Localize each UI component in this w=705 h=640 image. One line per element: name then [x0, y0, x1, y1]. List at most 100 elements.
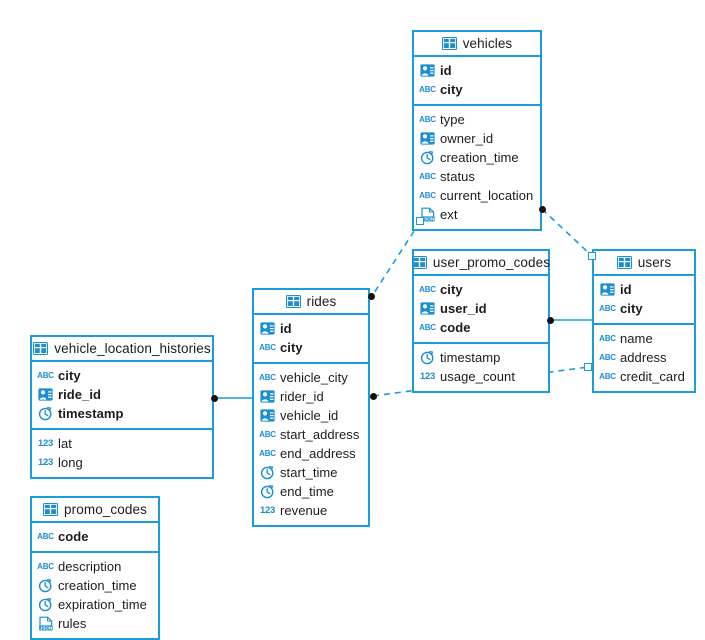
- abc-string-icon: ABC: [419, 114, 436, 124]
- entity-name: rides: [306, 294, 337, 309]
- field-row[interactable]: JSON ext: [414, 205, 540, 224]
- id-card-icon: [38, 387, 53, 402]
- field-label: timestamp: [440, 350, 501, 365]
- svg-text:JSON: JSON: [421, 217, 434, 222]
- entity-name: vehicle_location_histories: [54, 341, 211, 356]
- entity-title[interactable]: vehicle_location_histories: [32, 337, 212, 362]
- abc-string-icon: ABC: [599, 303, 616, 313]
- field-label: city: [440, 82, 463, 97]
- entity-title[interactable]: users: [594, 251, 694, 276]
- field-row[interactable]: ABC credit_card: [594, 367, 694, 386]
- field-row[interactable]: creation_time: [32, 576, 158, 595]
- field-row[interactable]: owner_id: [414, 129, 540, 148]
- field-row[interactable]: id: [254, 319, 368, 338]
- id-card-icon: [420, 131, 435, 146]
- field-label: city: [620, 301, 643, 316]
- field-row[interactable]: timestamp: [32, 404, 212, 423]
- entity-name: vehicles: [462, 36, 513, 51]
- entity-title[interactable]: rides: [254, 290, 368, 315]
- id-card-icon: [260, 408, 275, 423]
- field-row[interactable]: id: [594, 280, 694, 299]
- field-row[interactable]: ABC type: [414, 110, 540, 129]
- id-card-icon: [260, 389, 275, 404]
- field-label: type: [440, 112, 465, 127]
- field-row[interactable]: 123 lat: [32, 434, 212, 453]
- abc-string-icon: ABC: [419, 190, 436, 200]
- field-label: code: [58, 529, 89, 544]
- abc-string-icon: ABC: [419, 171, 436, 181]
- field-label: ride_id: [58, 387, 101, 402]
- field-row[interactable]: expiration_time: [32, 595, 158, 614]
- field-row[interactable]: user_id: [414, 299, 548, 318]
- field-row[interactable]: id: [414, 61, 540, 80]
- field-row[interactable]: ABC description: [32, 557, 158, 576]
- 123-number-icon: 123: [38, 437, 53, 449]
- 123-number-icon: 123: [38, 456, 53, 468]
- field-label: end_time: [280, 484, 334, 499]
- clock-icon: [420, 150, 435, 165]
- entity-title[interactable]: vehicles: [414, 32, 540, 57]
- relationship-target-marker-square: [584, 363, 592, 371]
- field-row[interactable]: start_time: [254, 463, 368, 482]
- abc-string-icon: ABC: [419, 284, 436, 294]
- field-label: vehicle_id: [280, 408, 339, 423]
- field-row[interactable]: creation_time: [414, 148, 540, 167]
- abc-string-icon: ABC: [37, 561, 54, 571]
- field-row[interactable]: ride_id: [32, 385, 212, 404]
- entity-name: promo_codes: [64, 502, 147, 517]
- abc-string-icon: ABC: [599, 371, 616, 381]
- field-row[interactable]: ABC city: [594, 299, 694, 318]
- field-label: start_address: [280, 427, 360, 442]
- relationship-source-marker-square: [416, 217, 424, 225]
- field-label: id: [620, 282, 632, 297]
- field-label: lat: [58, 436, 72, 451]
- field-label: credit_card: [620, 369, 685, 384]
- field-label: rider_id: [280, 389, 324, 404]
- table-icon: [33, 341, 49, 356]
- field-label: city: [280, 340, 303, 355]
- field-label: description: [58, 559, 122, 574]
- field-label: timestamp: [58, 406, 124, 421]
- abc-string-icon: ABC: [259, 372, 276, 382]
- entity-title[interactable]: user_promo_codes: [411, 251, 550, 276]
- entity-title[interactable]: promo_codes: [32, 498, 158, 523]
- field-row[interactable]: rider_id: [254, 387, 368, 406]
- id-card-icon: [420, 301, 435, 316]
- clock-icon: [420, 350, 435, 365]
- clock-icon: [38, 406, 53, 421]
- field-row[interactable]: end_time: [254, 482, 368, 501]
- field-label: ext: [440, 207, 458, 222]
- field-row[interactable]: timestamp: [414, 348, 548, 367]
- field-row[interactable]: vehicle_id: [254, 406, 368, 425]
